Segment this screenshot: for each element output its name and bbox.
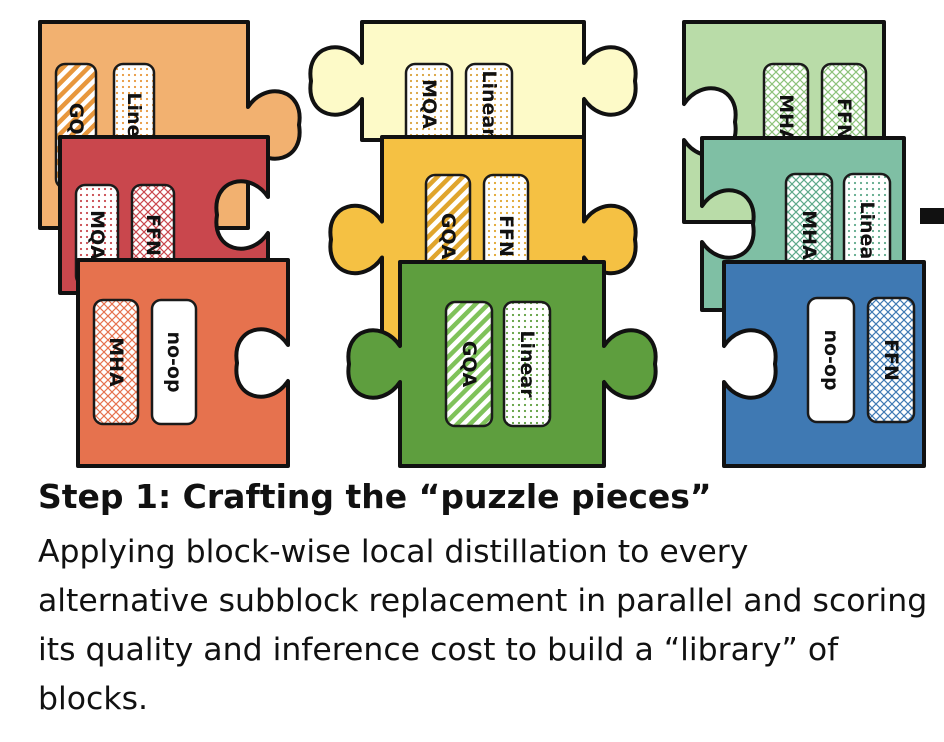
subblock-label: FFN <box>495 215 517 257</box>
subblock-label: no-op <box>163 331 185 392</box>
subblock-label: FFN <box>880 339 902 381</box>
step-title: Step 1: Crafting the “puzzle pieces” <box>38 477 712 516</box>
subblock-pill <box>150 298 198 426</box>
step-description: Applying block-wise local distillation t… <box>38 534 928 717</box>
subblock-label: FFN <box>833 98 855 140</box>
subblock-label: GQA <box>458 341 480 388</box>
subblock-label: MHA <box>798 210 820 260</box>
subblock-pill <box>92 298 140 426</box>
piece-red-mid: MQA FFN <box>58 135 270 295</box>
subblock-label: Linear <box>856 201 878 269</box>
piece-cream-back: MQA Linear <box>308 20 638 146</box>
subblock-label: MHA <box>105 337 127 387</box>
caption: Step 1: Crafting the “puzzle pieces” App… <box>38 474 928 724</box>
subblock-pill <box>444 300 494 428</box>
subblock-label: FFN <box>142 214 164 256</box>
subblock-label: MQA <box>86 210 108 260</box>
subblock-label: MHA <box>775 94 797 144</box>
subblock-pill <box>502 300 552 428</box>
piece-coral-front: MHA no-op <box>76 258 290 468</box>
piece-green-front: GQA Linear <box>346 260 658 468</box>
subblock-label: MQA <box>418 79 440 129</box>
piece-blue-front: no-op FFN <box>722 260 926 468</box>
subblock-pill <box>806 296 856 424</box>
subblock-label: Linear <box>516 330 538 398</box>
subblock-label: Linear <box>478 70 500 138</box>
edge-tab-mark <box>920 208 944 224</box>
puzzle-piece-shape <box>346 260 658 468</box>
subblock-pill <box>866 296 916 424</box>
subblock-label: GQA <box>437 213 459 260</box>
subblock-label: no-op <box>820 329 842 390</box>
